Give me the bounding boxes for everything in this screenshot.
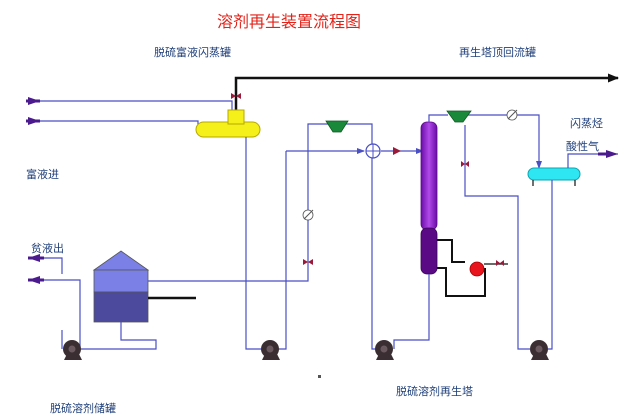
pump-icon-4 [530,340,549,360]
flash-vapor-main-line [234,73,619,112]
exchanger-inlet-from-pump2 [278,151,287,350]
heat-exchanger-cross [366,144,380,158]
diagram-title: 溶剂再生装置流程图 [217,12,362,31]
valve-icon-4 [461,161,469,167]
control-valve-needle-1 [303,209,314,220]
center-mark [318,375,321,378]
lean-return-line [148,224,309,282]
label-flash-tank: 脱硫富液闪蒸罐 [154,46,231,59]
regenerator-column-top [420,121,438,231]
storage-tank-roof [92,250,150,271]
reflux-return-line [548,180,553,350]
exchanger-bottom-line [371,158,385,350]
flash-vapor-valve-icon [231,93,241,99]
label-rich-in: 富液进 [26,168,59,181]
cooler-icon-1 [325,120,349,133]
label-flash-hc: 闪蒸烃 [570,117,603,130]
cooler-icon-2 [446,110,472,123]
regenerator-column-bottom [420,227,438,275]
reflux-tank-legs [532,180,576,186]
label-regenerator: 脱硫溶剂再生塔 [396,385,473,398]
storage-tank-to-pump1-line [80,322,157,350]
valve-icon-2 [303,259,313,265]
rich-feed-line-lower [26,120,199,129]
label-reflux-tank: 再生塔顶回流罐 [459,46,536,59]
lean-out-line-upper [28,257,63,274]
valve-icon-3 [393,147,401,155]
flash-tank-boot [227,109,245,125]
rich-feed-line-upper [26,100,233,112]
overhead-to-reflux-line [466,114,542,169]
label-acid-gas: 酸性气 [566,140,599,153]
storage-tank-liquid [93,291,149,323]
pump-icon-3 [375,340,394,360]
reflux-tank [527,167,581,181]
valve-icon-5 [496,260,504,266]
label-storage-tank: 脱硫溶剂储罐 [50,402,116,415]
column-overhead-line [428,114,448,122]
cooler-to-exchanger-line [346,123,373,144]
reboiler-loop-line [437,239,486,297]
control-valve-needle-2 [507,109,518,120]
pump-icon-1 [63,340,82,360]
storage-tank-upper [93,269,149,293]
lean-out-line-lower [28,279,81,349]
reboiler-icon [469,261,485,277]
reflux-pump-discharge [464,125,530,350]
label-lean-out: 贫液出 [31,242,64,255]
lean-cooler-line [307,123,336,224]
flash-tank-drain-line [245,137,262,350]
column-bottom-to-pump3-line [393,274,430,349]
pump-icon-2 [261,340,280,360]
